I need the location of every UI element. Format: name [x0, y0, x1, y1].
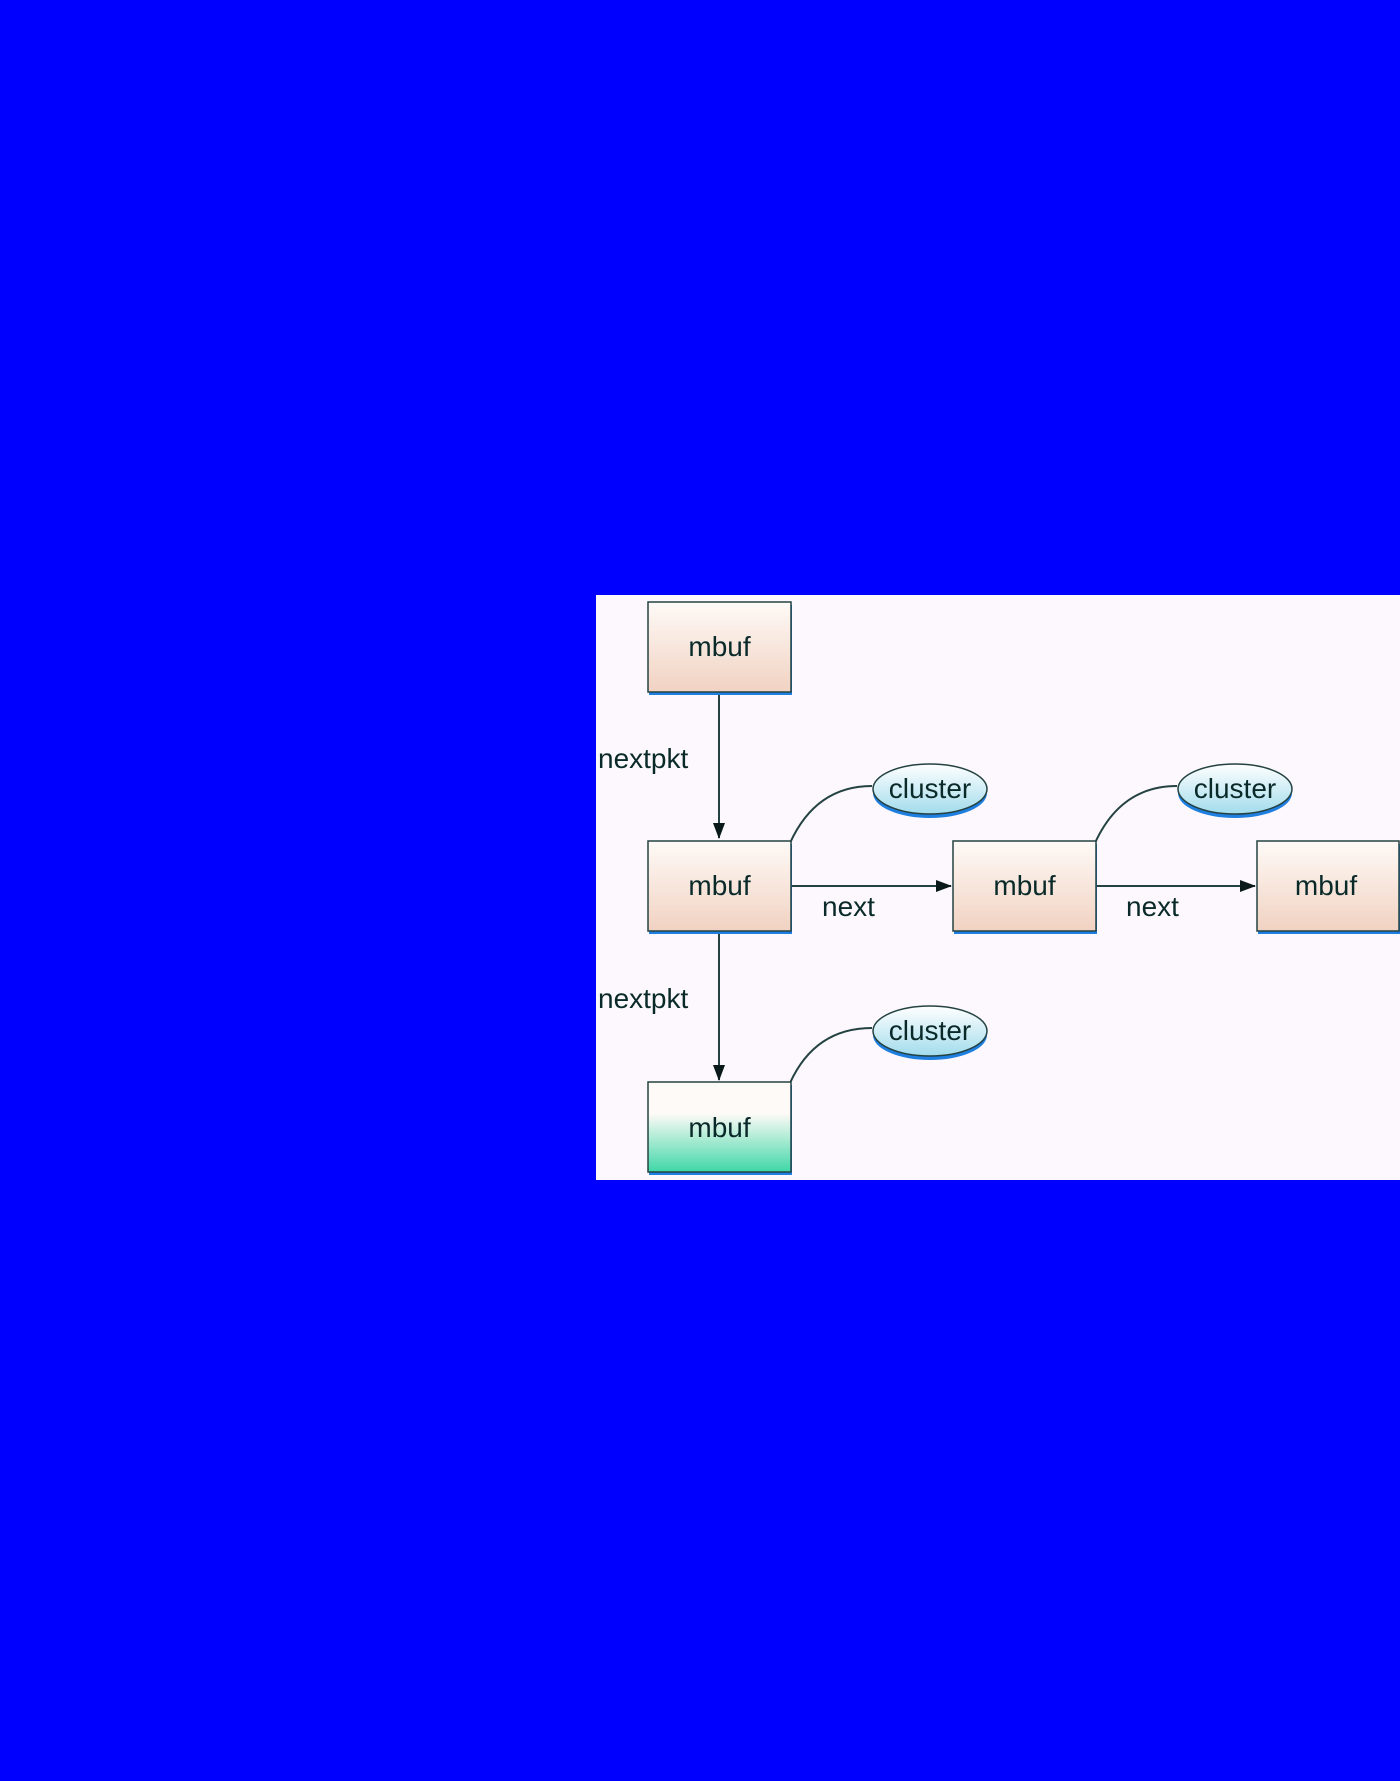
- edge-label-nextpkt-2: nextpkt: [598, 983, 688, 1014]
- mbuf-label: mbuf: [993, 870, 1055, 901]
- cluster-label: cluster: [1194, 773, 1276, 804]
- cluster-label: cluster: [889, 773, 971, 804]
- mbuf-label: mbuf: [688, 1112, 750, 1143]
- cluster-connector-right1: [1094, 785, 1178, 844]
- edge-label-next-1: next: [822, 891, 875, 922]
- cluster-node-bottom: cluster: [872, 1005, 988, 1060]
- cluster-connector-bottom: [789, 1027, 873, 1084]
- mbuf-label: mbuf: [1295, 870, 1357, 901]
- mbuf-node-bottom: mbuf: [647, 1081, 792, 1175]
- mbuf-node-top: mbuf: [647, 601, 792, 695]
- mbuf-node-right-1: mbuf: [952, 840, 1097, 934]
- cluster-label: cluster: [889, 1015, 971, 1046]
- edge-label-next-2: next: [1126, 891, 1179, 922]
- cluster-connector-mid: [789, 785, 873, 844]
- mbuf-label: mbuf: [688, 870, 750, 901]
- edge-label-nextpkt-1: nextpkt: [598, 743, 688, 774]
- mbuf-node-right-2: mbuf: [1256, 840, 1400, 934]
- cluster-node-right-1: cluster: [1177, 763, 1293, 818]
- cluster-node-middle: cluster: [872, 763, 988, 818]
- mbuf-node-middle: mbuf: [647, 840, 792, 934]
- mbuf-label: mbuf: [688, 631, 750, 662]
